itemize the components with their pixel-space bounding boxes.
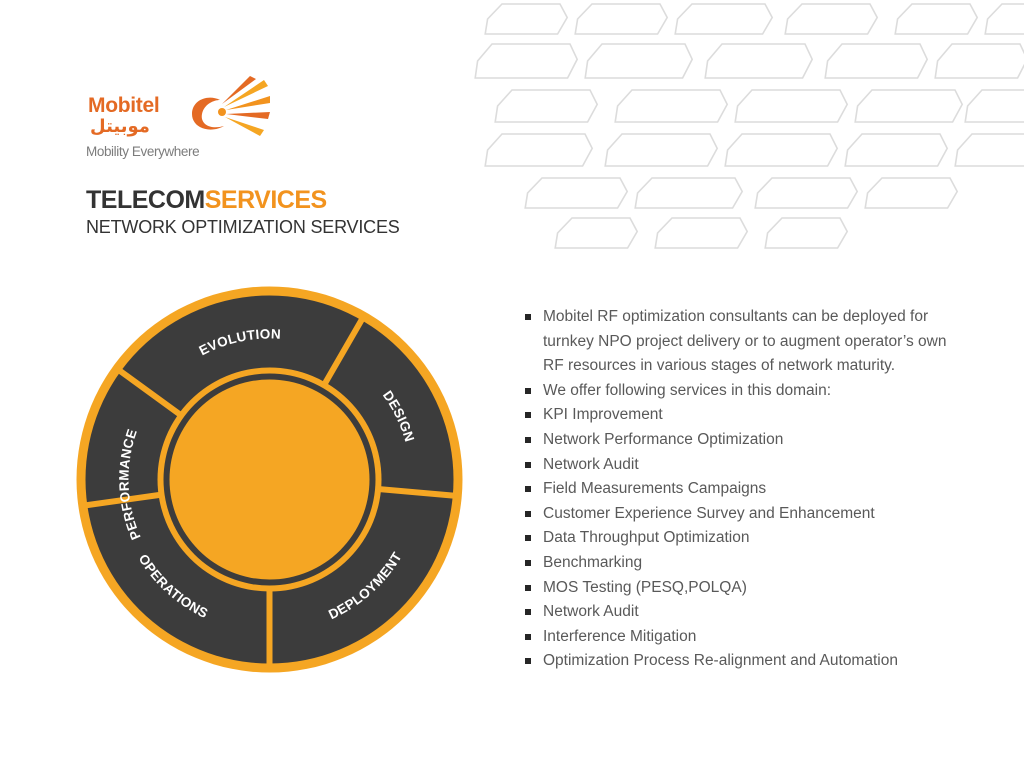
bullet-text: Mobitel RF optimization consultants can … — [543, 308, 947, 375]
hexagon-cell-shape — [614, 89, 729, 123]
bullet-item: Network Audit — [522, 453, 962, 478]
logo-tagline: Mobility Everywhere — [86, 144, 200, 159]
logo-arabic-wordmark: موبيتل — [90, 116, 150, 137]
bullet-text: KPI Improvement — [543, 406, 663, 424]
bullet-item: We offer following services in this doma… — [522, 379, 962, 404]
hexagon-cell-shape — [554, 217, 639, 249]
hexagon-cell-shape — [654, 217, 749, 249]
services-bullet-list: Mobitel RF optimization consultants can … — [522, 305, 962, 674]
bullet-text: Customer Experience Survey and Enhanceme… — [543, 504, 875, 522]
bullet-square-icon — [525, 387, 531, 394]
bullet-item: MOS Testing (PESQ,POLQA) — [522, 576, 962, 601]
wheel-center — [169, 379, 370, 580]
wheel-segment-divider — [117, 367, 184, 419]
bullet-square-icon — [525, 314, 531, 320]
bullet-item: Customer Experience Survey and Enhanceme… — [522, 502, 962, 527]
title-services: SERVICES — [204, 186, 327, 214]
hexagon-cell-shape — [574, 3, 669, 35]
bullet-item: Mobitel RF optimization consultants can … — [522, 305, 962, 379]
hexagon-cell-shape — [934, 43, 1024, 79]
bullet-text: MOS Testing (PESQ,POLQA) — [543, 578, 747, 596]
bullet-text: Benchmarking — [543, 553, 643, 571]
hexagon-cell-shape — [984, 3, 1024, 35]
bullet-text: Data Throughput Optimization — [543, 529, 750, 547]
bullet-text: Interference Mitigation — [543, 627, 697, 645]
bullet-item: Network Audit — [522, 600, 962, 625]
bullet-text: Field Measurements Campaigns — [543, 480, 767, 498]
bullet-square-icon — [525, 436, 531, 443]
bullet-item: Field Measurements Campaigns — [522, 477, 962, 502]
bullet-item: Data Throughput Optimization — [522, 526, 962, 551]
hexagon-cell-shape — [584, 43, 694, 79]
logo-swoosh-icon — [192, 76, 270, 136]
bullet-square-icon — [525, 412, 531, 419]
hexagon-cell-shape — [674, 3, 774, 35]
hexagon-cell-shape — [704, 43, 814, 79]
bullet-item: Network Performance Optimization — [522, 428, 962, 453]
hexagon-cell-shape — [894, 3, 979, 35]
wheel-segment-divider — [84, 491, 163, 509]
lifecycle-wheel-diagram: EVOLUTIONDESIGNDEPLOYMENTOPERATIONSPERFO… — [76, 286, 463, 673]
bullet-square-icon — [525, 559, 531, 566]
hexagon-cell-shape — [844, 133, 949, 167]
hexagon-cell-shape — [604, 133, 719, 167]
hexagon-cell-shape — [474, 43, 579, 79]
bullet-square-icon — [525, 486, 531, 493]
hexagon-cell-shape — [764, 217, 849, 249]
page-subtitle: NETWORK OPTIMIZATION SERVICES — [86, 217, 400, 237]
hexagon-cell-shape — [484, 133, 594, 167]
bullet-text: We offer following services in this doma… — [543, 381, 832, 399]
hexagon-cell-shape — [634, 177, 744, 209]
bullet-text: Network Audit — [543, 603, 639, 621]
bullet-square-icon — [525, 658, 531, 665]
hexagon-cell-shape — [754, 177, 859, 209]
bullet-text: Network Performance Optimization — [543, 430, 784, 448]
hexagon-cell-shape — [524, 177, 629, 209]
wheel-segment-divider — [376, 485, 456, 499]
bullet-text: Optimization Process Re-alignment and Au… — [543, 652, 898, 670]
hexagon-cell-shape — [964, 89, 1024, 123]
bullet-square-icon — [525, 461, 531, 468]
hexagon-cell-shape — [724, 133, 839, 167]
hexagon-cell-shape — [784, 3, 879, 35]
bullet-item: KPI Improvement — [522, 403, 962, 428]
bullet-square-icon — [525, 609, 531, 616]
wheel-segment-divider — [320, 316, 366, 388]
hexagon-pattern-background — [474, 3, 1024, 249]
bullet-item: Optimization Process Re-alignment and Au… — [522, 649, 962, 674]
mobitel-logo: Mobitel موبيتل Mobility Everywhere — [84, 74, 284, 164]
hexagon-cell-shape — [484, 3, 569, 35]
hexagon-cell-shape — [864, 177, 959, 209]
logo-wordmark: Mobitel — [88, 94, 160, 117]
hexagon-cell-shape — [854, 89, 964, 123]
hexagon-cell-shape — [824, 43, 929, 79]
bullet-square-icon — [525, 510, 531, 517]
page-title: TELECOMSERVICES — [86, 185, 327, 215]
bullet-item: Benchmarking — [522, 551, 962, 576]
bullet-square-icon — [525, 535, 531, 542]
hexagon-cell-shape — [734, 89, 849, 123]
bullet-text: Network Audit — [543, 455, 639, 473]
title-telecom: TELECOM — [86, 186, 205, 214]
bullet-item: Interference Mitigation — [522, 625, 962, 650]
hexagon-cell-shape — [954, 133, 1024, 167]
hexagon-cell-shape — [494, 89, 599, 123]
bullet-square-icon — [525, 633, 531, 640]
bullet-square-icon — [525, 584, 531, 591]
